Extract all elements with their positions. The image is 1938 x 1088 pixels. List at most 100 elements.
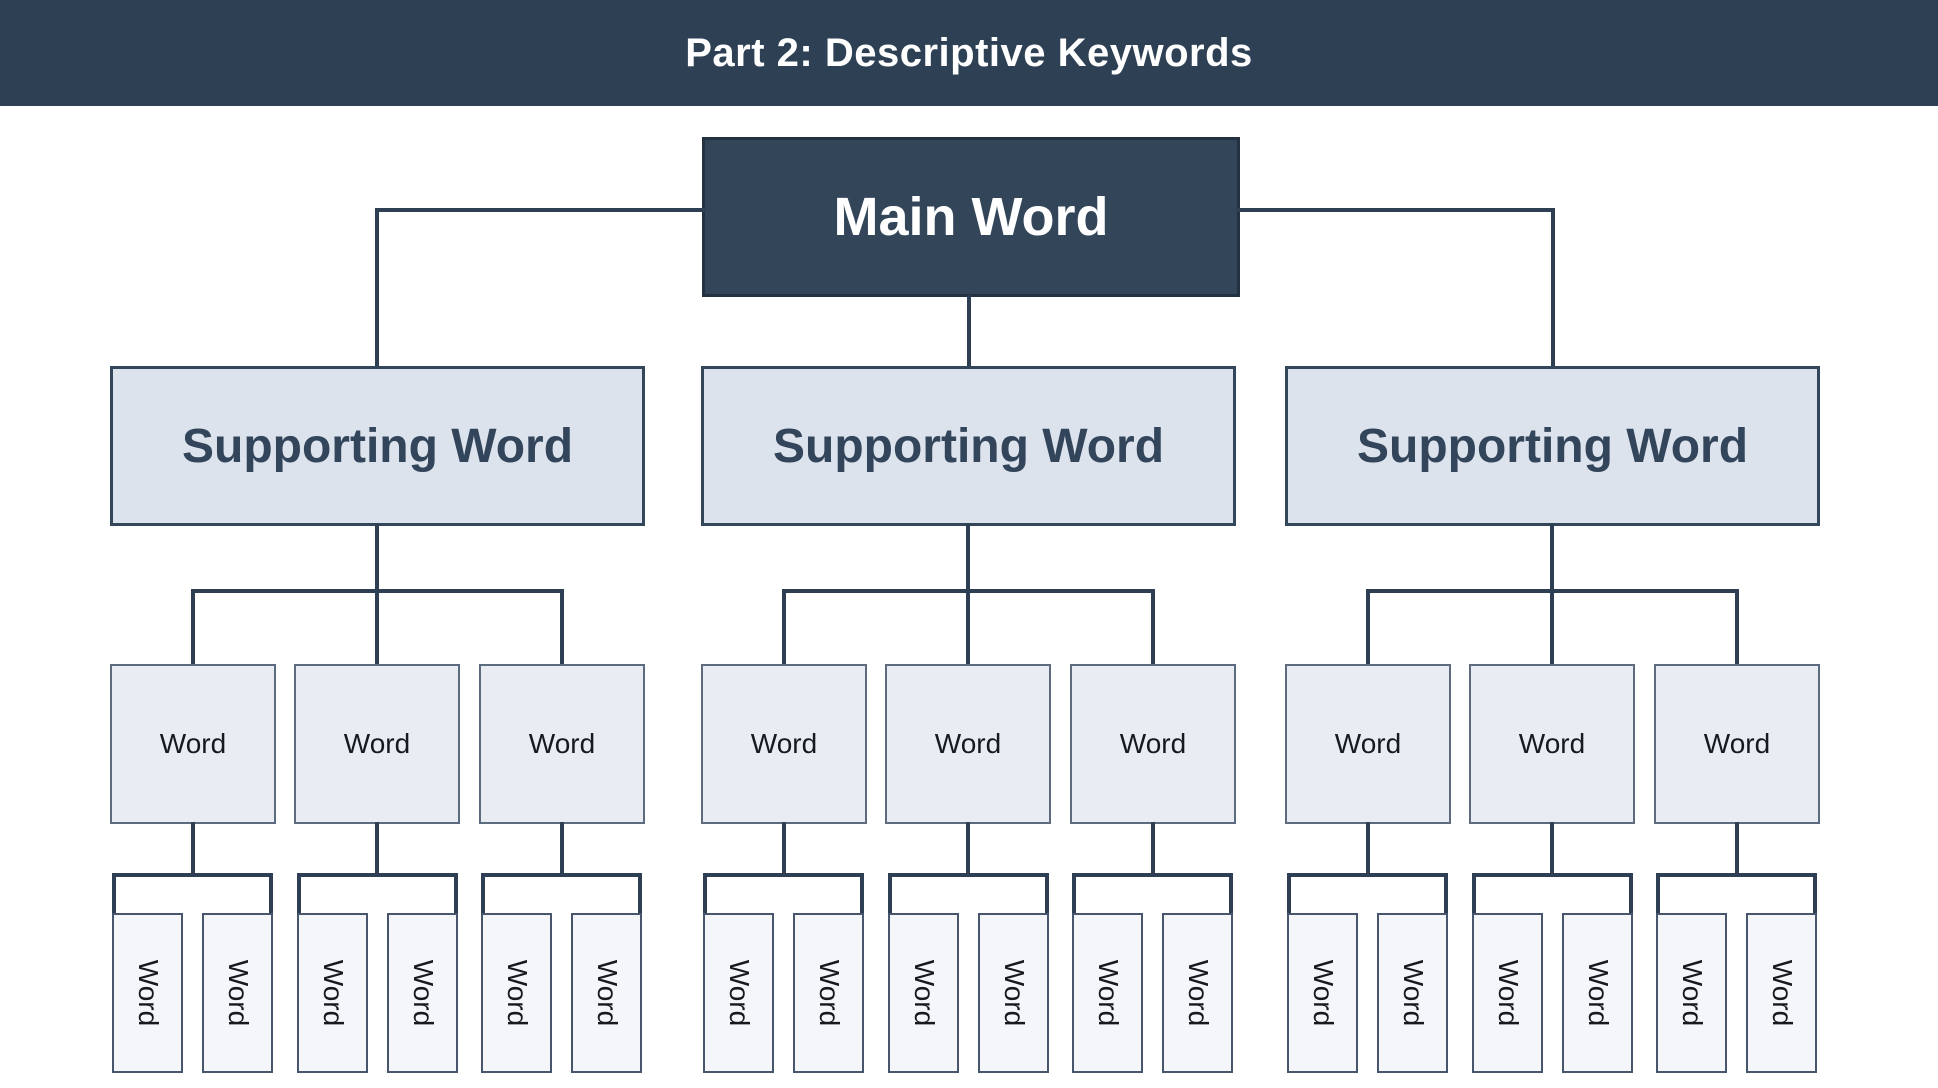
- subword-label: Word: [222, 959, 254, 1027]
- subword-box: Word: [1562, 913, 1633, 1073]
- word-label: Word: [343, 728, 411, 759]
- pair-bracket: [1656, 873, 1817, 913]
- subword-box: Word: [112, 913, 183, 1073]
- subword-pair: Word Word: [1287, 873, 1448, 1073]
- header-bar: Part 2: Descriptive Keywords: [0, 0, 1938, 106]
- connector-support-middle: [375, 524, 379, 664]
- connector-word-drop: [560, 822, 564, 874]
- subword-label: Word: [998, 959, 1030, 1027]
- word-box: Word: [885, 664, 1051, 824]
- subword-label: Word: [1582, 959, 1614, 1027]
- subword-box: Word: [202, 913, 273, 1073]
- keyword-group-2: Supporting Word Word Word Word Word Word: [701, 0, 1236, 1088]
- connector-word-drop: [1735, 822, 1739, 874]
- subword-label: Word: [1182, 959, 1214, 1027]
- subword-box: Word: [1162, 913, 1233, 1073]
- subword-label: Word: [1092, 959, 1124, 1027]
- subword-row: Word Word: [481, 913, 642, 1073]
- subword-box: Word: [1377, 913, 1448, 1073]
- subword-box: Word: [571, 913, 642, 1073]
- subword-row: Word Word: [888, 913, 1049, 1073]
- subword-label: Word: [501, 959, 533, 1027]
- connector-main-middle-vertical: [967, 295, 971, 366]
- subword-box: Word: [703, 913, 774, 1073]
- subword-label: Word: [1397, 959, 1429, 1027]
- connector-word-drop: [375, 822, 379, 874]
- subword-box: Word: [1072, 913, 1143, 1073]
- subword-box: Word: [387, 913, 458, 1073]
- subword-box: Word: [297, 913, 368, 1073]
- supporting-word-label: Supporting Word: [181, 419, 574, 473]
- subword-box: Word: [793, 913, 864, 1073]
- word-box: Word: [1654, 664, 1820, 824]
- pair-bracket: [1287, 873, 1448, 913]
- subword-pair: Word Word: [481, 873, 642, 1073]
- connector-word-drop: [782, 822, 786, 874]
- connector-main-left-horizontal: [375, 208, 706, 212]
- pair-bracket: [297, 873, 458, 913]
- subword-label: Word: [1307, 959, 1339, 1027]
- subword-label: Word: [723, 959, 755, 1027]
- word-label: Word: [159, 728, 227, 759]
- subword-row: Word Word: [112, 913, 273, 1073]
- subword-label: Word: [591, 959, 623, 1027]
- subword-row: Word Word: [1656, 913, 1817, 1073]
- supporting-word-box: Supporting Word: [701, 366, 1236, 526]
- word-label: Word: [1119, 728, 1187, 759]
- supporting-word-label: Supporting Word: [1356, 419, 1749, 473]
- pair-bracket: [1072, 873, 1233, 913]
- word-label: Word: [528, 728, 596, 759]
- word-box: Word: [1469, 664, 1635, 824]
- subword-row: Word Word: [703, 913, 864, 1073]
- subword-label: Word: [1766, 959, 1798, 1027]
- subword-pair: Word Word: [1472, 873, 1633, 1073]
- word-box: Word: [701, 664, 867, 824]
- subword-label: Word: [1676, 959, 1708, 1027]
- pair-bracket: [888, 873, 1049, 913]
- main-word-label: Main Word: [833, 187, 1109, 247]
- connector-main-left-vertical: [375, 208, 379, 366]
- word-label: Word: [1703, 728, 1771, 759]
- word-box: Word: [1285, 664, 1451, 824]
- pair-bracket: [481, 873, 642, 913]
- subword-pair: Word Word: [888, 873, 1049, 1073]
- connector-word-drop: [1151, 822, 1155, 874]
- connector-word-drop: [1550, 822, 1554, 874]
- connector-branch-left-drop: [1366, 589, 1370, 664]
- subword-box: Word: [1472, 913, 1543, 1073]
- word-box: Word: [1070, 664, 1236, 824]
- word-label: Word: [1518, 728, 1586, 759]
- connector-branch-bar: [782, 589, 1155, 593]
- subword-pair: Word Word: [297, 873, 458, 1073]
- word-box: Word: [479, 664, 645, 824]
- supporting-word-box: Supporting Word: [110, 366, 645, 526]
- connector-main-right-vertical: [1551, 208, 1555, 366]
- connector-branch-left-drop: [782, 589, 786, 664]
- keyword-group-3: Supporting Word Word Word Word Word Word: [1285, 0, 1820, 1088]
- subword-box: Word: [481, 913, 552, 1073]
- subword-row: Word Word: [297, 913, 458, 1073]
- subword-row: Word Word: [1072, 913, 1233, 1073]
- connector-support-middle: [1550, 524, 1554, 664]
- subword-row: Word Word: [1472, 913, 1633, 1073]
- connector-branch-bar: [191, 589, 564, 593]
- word-label: Word: [750, 728, 818, 759]
- subword-row: Word Word: [1287, 913, 1448, 1073]
- word-box: Word: [110, 664, 276, 824]
- subword-box: Word: [1287, 913, 1358, 1073]
- word-box: Word: [294, 664, 460, 824]
- connector-word-drop: [191, 822, 195, 874]
- subword-pair: Word Word: [1072, 873, 1233, 1073]
- page-title: Part 2: Descriptive Keywords: [685, 30, 1253, 75]
- subword-pair: Word Word: [703, 873, 864, 1073]
- subword-pair: Word Word: [1656, 873, 1817, 1073]
- subword-label: Word: [317, 959, 349, 1027]
- word-label: Word: [1334, 728, 1402, 759]
- subword-label: Word: [132, 959, 164, 1027]
- subword-label: Word: [407, 959, 439, 1027]
- connector-branch-right-drop: [560, 589, 564, 664]
- keyword-group-1: Supporting Word Word Word Word Word Word: [110, 0, 645, 1088]
- supporting-word-box: Supporting Word: [1285, 366, 1820, 526]
- subword-label: Word: [1492, 959, 1524, 1027]
